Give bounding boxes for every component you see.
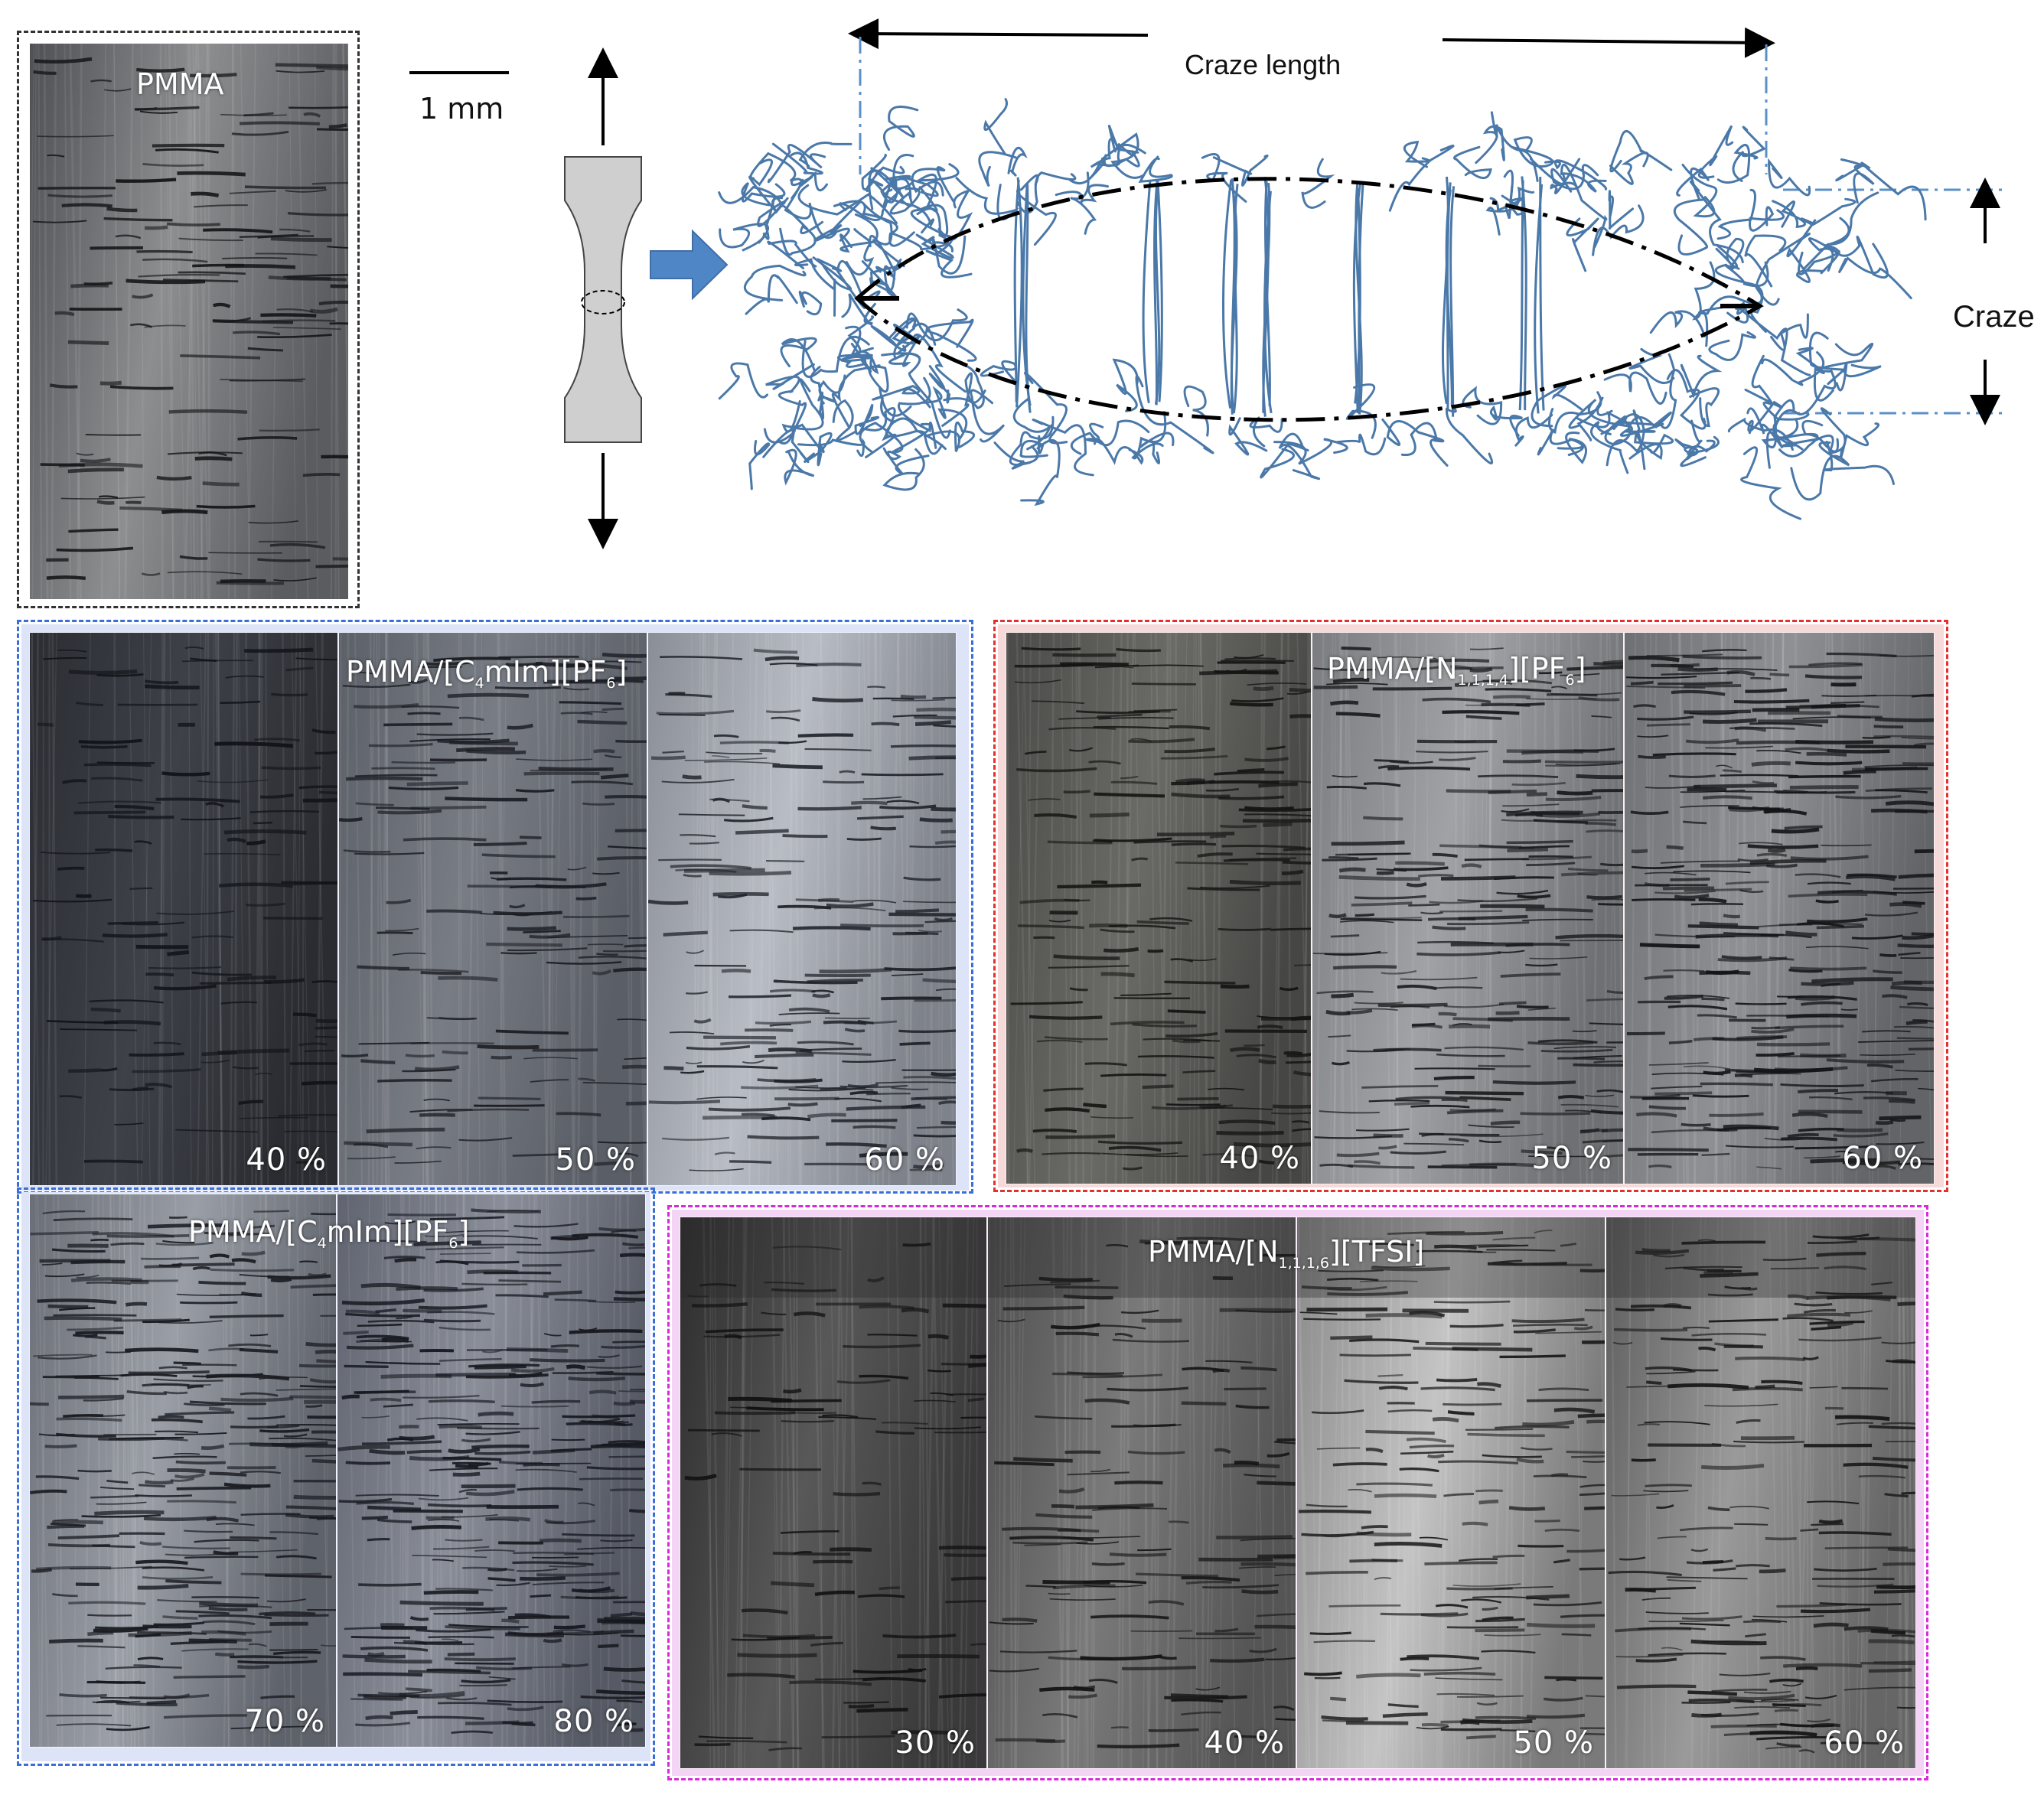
blue-a-panel-60: 60 % (647, 632, 957, 1186)
strain-label: 30 % (895, 1725, 976, 1761)
micrograph-texture (988, 1217, 1296, 1768)
micrograph-texture (30, 1194, 336, 1747)
magenta-panel-30: 30 % (680, 1217, 987, 1769)
magenta-panel-60: 60 % (1606, 1217, 1916, 1769)
red-group-frame (993, 620, 1948, 1192)
micrograph-texture (1312, 633, 1623, 1184)
pmma-title: PMMA (136, 67, 224, 101)
blue-a-title: PMMA/[C4mIm][PF6] (346, 655, 628, 692)
micrograph-texture (680, 1217, 986, 1768)
scale-bar-label: 1 mm (419, 92, 504, 125)
strain-label: 50 % (1531, 1141, 1612, 1176)
red-panel-60: 60 % (1624, 632, 1935, 1184)
micrograph-texture (337, 1194, 645, 1747)
zoom-arrow-icon (650, 229, 729, 301)
micrograph-texture (1606, 1217, 1915, 1768)
blue-a-panel-50: 50 % (338, 632, 647, 1186)
strain-label: 50 % (555, 1142, 636, 1178)
blue-b-panel-80: 80 % (337, 1194, 646, 1748)
craze-length-label: Craze length (1185, 49, 1341, 80)
blue-b-title: PMMA/[C4mIm][PF6] (188, 1215, 470, 1252)
tensile-specimen (564, 156, 642, 443)
strain-label: 40 % (1219, 1141, 1300, 1176)
strain-label: 50 % (1513, 1725, 1594, 1761)
strain-label: 70 % (244, 1704, 325, 1739)
micrograph-texture (30, 633, 337, 1185)
magenta-panel-50: 50 % (1296, 1217, 1606, 1769)
strain-label: 80 % (553, 1704, 634, 1739)
blue-a-panel-40: 40 % (29, 632, 338, 1186)
craze-width-label: Craze (1953, 300, 2035, 334)
micrograph-texture (30, 44, 348, 599)
blue-b-panel-70: 70 % (29, 1194, 337, 1748)
magenta-title: PMMA/[N1,1,1,6][TFSI] (1148, 1235, 1425, 1272)
magenta-panel-40: 40 % (987, 1217, 1296, 1769)
strain-label: 40 % (246, 1142, 327, 1178)
red-panel-50: 50 % (1312, 632, 1624, 1184)
strain-label: 40 % (1204, 1725, 1285, 1761)
micrograph-texture (339, 633, 647, 1185)
strain-label: 60 % (1842, 1141, 1923, 1176)
pmma-micrograph (29, 43, 349, 600)
micrograph-texture (1006, 633, 1311, 1184)
micrograph-texture (1297, 1217, 1605, 1768)
magenta-group-frame (667, 1205, 1928, 1780)
scale-bar (409, 71, 509, 74)
red-panel-40: 40 % (1006, 632, 1312, 1184)
micrograph-texture (1625, 633, 1934, 1184)
red-title: PMMA/[N1,1,1,4][PF6] (1327, 652, 1586, 689)
pmma-frame (17, 31, 360, 608)
micrograph-texture (648, 633, 956, 1185)
polymer-chain-network (718, 98, 1927, 520)
craze-schematic (564, 18, 2007, 549)
blue-group-b-frame (17, 1187, 655, 1766)
strain-label: 60 % (864, 1142, 945, 1178)
strain-label: 60 % (1824, 1725, 1905, 1761)
